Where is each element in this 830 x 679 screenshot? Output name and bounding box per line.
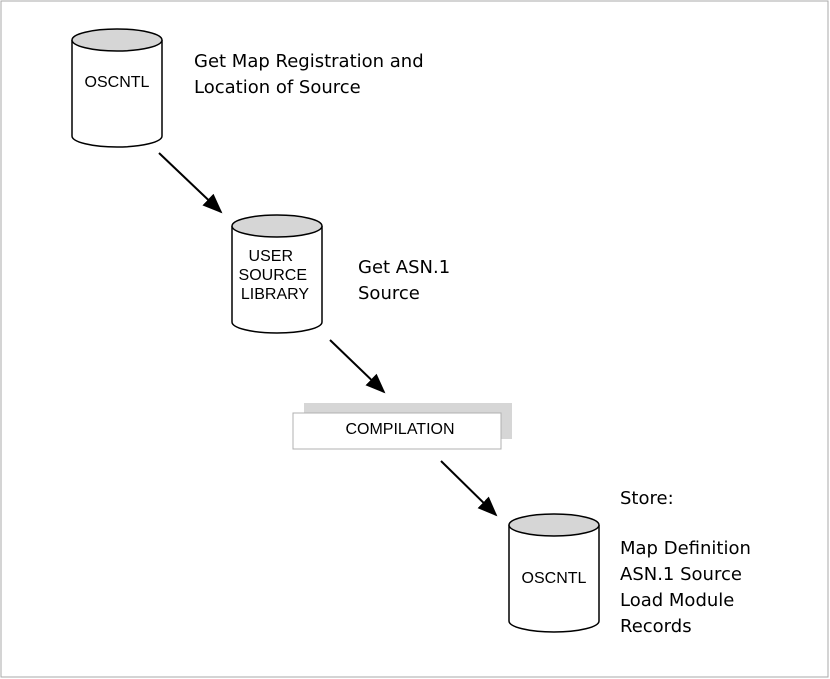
store-line-4: ASN.1 Source xyxy=(620,564,742,585)
store-line-1: Store: xyxy=(620,488,674,509)
get-map-registration-text: Get Map Registration and Location of Sou… xyxy=(194,51,429,98)
store-text: Store: Map Definition ASN.1 Source Load … xyxy=(620,488,757,637)
cylinder-top xyxy=(231,214,323,238)
oscntl-source-label: OSCNTL xyxy=(85,74,150,91)
user-source-library-line-1: USER xyxy=(249,248,293,265)
arrow-compilation-to-oscntl-store xyxy=(440,460,498,517)
user-source-library-label: USER SOURCE LIBRARY xyxy=(239,248,312,303)
arrow-user-source-to-compilation xyxy=(329,339,386,394)
store-line-3: Map Definition xyxy=(620,538,751,559)
get-map-registration-line-2: Location of Source xyxy=(194,77,361,98)
compilation-label: COMPILATION xyxy=(345,421,454,438)
oscntl-store-cylinder: OSCNTL xyxy=(508,513,600,633)
user-source-library-line-3: LIBRARY xyxy=(241,286,310,303)
store-line-5: Load Module xyxy=(620,590,734,611)
cylinder-body xyxy=(231,226,323,334)
compilation-box: COMPILATION xyxy=(292,403,512,450)
user-source-library-line-2: SOURCE xyxy=(239,267,307,284)
user-source-library-cylinder: USER SOURCE LIBRARY xyxy=(231,214,323,334)
store-line-6: Records xyxy=(620,616,692,637)
get-map-registration-line-1: Get Map Registration and xyxy=(194,51,424,72)
compilation-box-face xyxy=(292,412,502,450)
get-asn1-source-text: Get ASN.1 Source xyxy=(358,257,456,304)
arrow-oscntl-to-user-source xyxy=(158,152,223,214)
get-asn1-source-line-2: Source xyxy=(358,283,420,304)
cylinder-body xyxy=(71,40,163,148)
cylinder-body xyxy=(508,525,600,633)
cylinder-top xyxy=(71,28,163,52)
get-asn1-source-line-1: Get ASN.1 xyxy=(358,257,450,278)
cylinder-top xyxy=(508,513,600,537)
oscntl-source-cylinder: OSCNTL xyxy=(71,28,163,148)
oscntl-store-label: OSCNTL xyxy=(522,570,587,587)
